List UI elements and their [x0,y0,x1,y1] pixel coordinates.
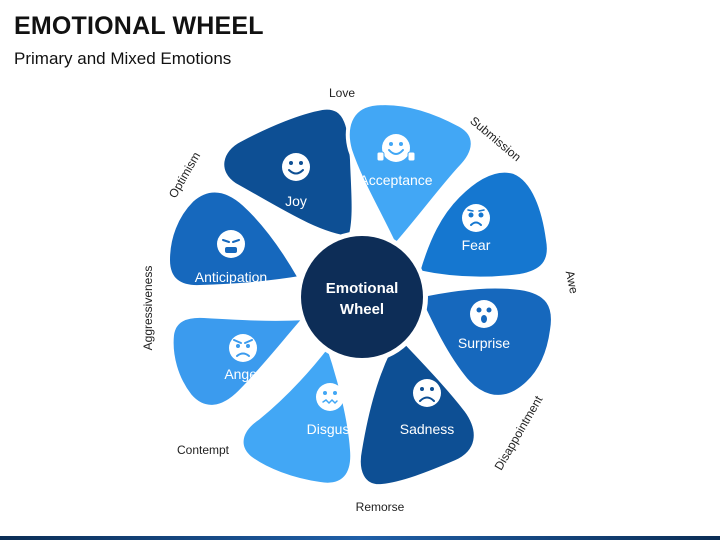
petal-shape [239,343,355,487]
petal-label: Joy [285,193,307,209]
petal-shape [356,332,478,489]
sad-face-icon [413,379,441,407]
wheel-center: Emotional Wheel [296,231,428,363]
petal-label: Sadness [400,421,454,437]
petal-joy: Joy [220,105,356,240]
outer-label-contempt: Contempt [177,443,230,457]
outer-label-aggressiveness: Aggressiveness [141,266,155,351]
outer-label-love: Love [329,86,355,100]
page-subtitle: Primary and Mixed Emotions [14,49,232,68]
petal-anticipation: Anticipation [166,188,302,290]
petal-acceptance: Acceptance [345,101,475,248]
outer-label-remorse: Remorse [356,500,405,514]
bottom-accent-bar [0,536,720,540]
surprised-face-icon [470,300,498,328]
fearful-face-icon [462,204,490,232]
happy-thumbs-icon [376,134,416,162]
petal-shape [169,313,307,409]
outer-label-disappointment: Disappointment [492,393,546,473]
petal-label: Fear [462,237,491,253]
anticipating-face-icon [217,230,245,258]
center-label-line2: Wheel [340,301,384,318]
petal-sadness: Sadness [356,332,478,489]
disgusted-face-icon [316,383,344,411]
petal-shape [416,284,555,399]
petal-disgust: Disgust [239,343,355,487]
center-label-line1: Emotional [326,280,399,297]
petal-label: Acceptance [359,172,432,188]
petal-label: Surprise [458,335,510,351]
petal-label: Anticipation [195,269,267,285]
outer-label-submission: Submission [467,114,524,165]
petal-fear: Fear [416,168,551,281]
page-title: EMOTIONAL WHEEL [14,12,264,40]
petal-label: Disgust [307,421,354,437]
smile-icon [282,153,310,181]
petal-surprise: Surprise [416,284,555,399]
angry-face-icon [229,334,257,362]
outer-label-optimism: Optimism [166,150,203,201]
petal-shape [345,101,475,248]
petal-label: Anger [224,366,262,382]
outer-label-awe: Awe [563,269,582,295]
petal-anger: Anger [169,313,307,409]
